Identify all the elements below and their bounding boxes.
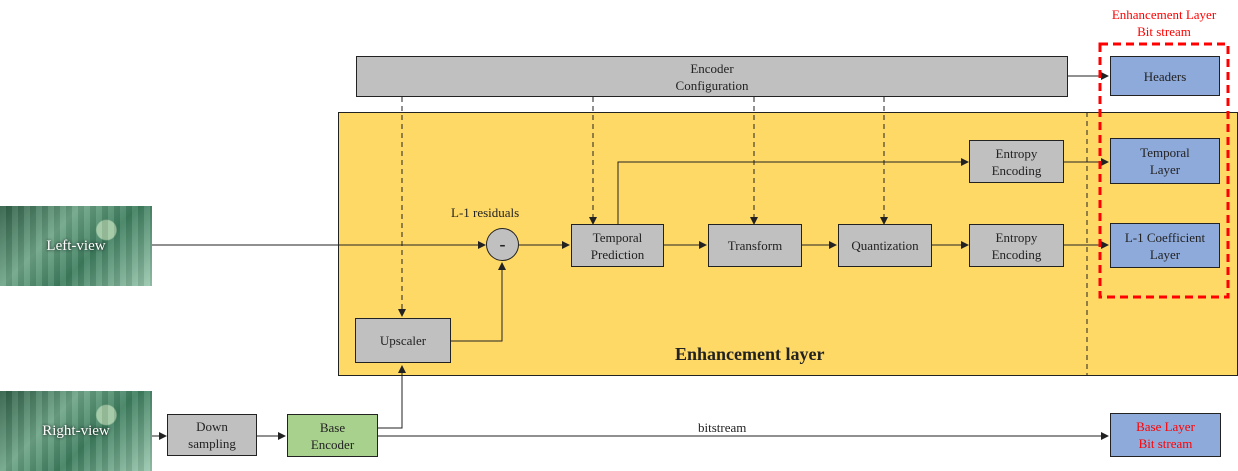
entropy-encoding-top-block: Entropy Encoding <box>969 140 1064 183</box>
upscaler-block: Upscaler <box>355 318 451 363</box>
right-view-label: Right-view <box>42 422 110 439</box>
headers-block: Headers <box>1110 56 1220 96</box>
left-view-label: Left-view <box>46 237 106 254</box>
encoder-configuration-block: Encoder Configuration <box>356 56 1068 97</box>
temporal-layer-block: Temporal Layer <box>1110 138 1220 184</box>
left-view-image: Left-view <box>0 206 152 286</box>
base-encoder-block: Base Encoder <box>287 414 378 457</box>
l1-coefficient-layer-block: L-1 Coefficient Layer <box>1110 223 1220 268</box>
down-sampling-block: Down sampling <box>167 414 257 456</box>
entropy-encoding-bottom-block: Entropy Encoding <box>969 224 1064 267</box>
subtract-node: - <box>486 228 519 261</box>
enhancement-bitstream-highlight <box>1098 42 1230 299</box>
temporal-prediction-block: Temporal Prediction <box>571 224 664 267</box>
quantization-block: Quantization <box>838 224 932 267</box>
l1-residuals-label: L-1 residuals <box>451 205 520 220</box>
base-layer-bitstream-block: Base Layer Bit stream <box>1110 413 1221 457</box>
right-view-image: Right-view <box>0 391 152 471</box>
transform-block: Transform <box>708 224 802 267</box>
enhancement-bitstream-title: Enhancement Layer Bit stream <box>1111 7 1217 39</box>
enhancement-layer-label: Enhancement layer <box>675 344 825 364</box>
bitstream-label: bitstream <box>698 420 747 435</box>
